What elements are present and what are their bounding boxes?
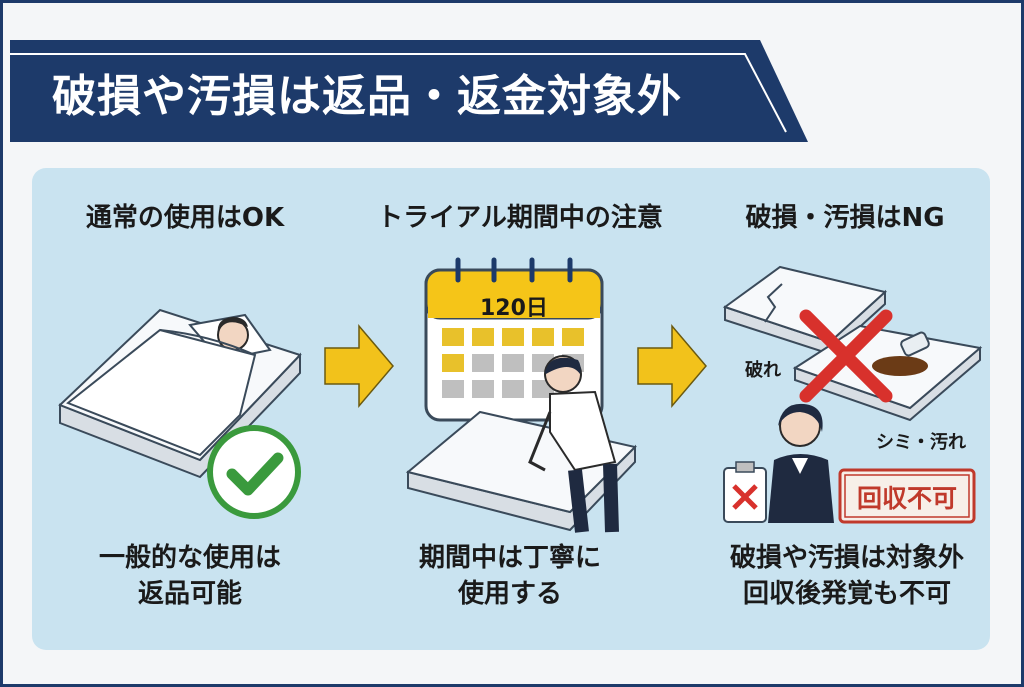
col2-caption-line1: 期間中は丁寧に [418,543,601,573]
col1-caption-line2: 返品可能 [137,579,242,609]
col3-caption: 破損や汚損は対象外 回収後発覚も不可 [712,540,982,612]
arrow-right-icon [324,323,394,409]
label-stain: シミ・汚れ [876,432,966,453]
bed-illustration [58,308,302,479]
clipboard-icon [723,461,767,523]
stamp-text: 回収不可 [856,484,957,513]
col3-title: 破損・汚損はNG [745,203,945,233]
calendar-label: 120日 [480,296,548,321]
title-banner [10,40,808,142]
arrow-right-icon [637,323,707,409]
check-icon [207,425,301,519]
col3-caption-line2: 回収後発覚も不可 [742,579,951,609]
col2-caption-line2: 使用する [457,579,562,609]
stamp-box [838,468,976,524]
col2-caption: 期間中は丁寧に 使用する [380,540,640,612]
col3-caption-line1: 破損や汚損は対象外 [729,543,964,573]
col2-title: トライアル期間中の注意 [377,203,663,233]
col1-caption: 一般的な使用は 返品可能 [60,540,320,612]
cross-icon [799,309,893,403]
col1-title: 通常の使用はOK [85,203,285,233]
person-handling-mattress [405,355,637,533]
col1-caption-line1: 一般的な使用は [98,543,281,573]
banner-title: 破損や汚損は返品・返金対象外 [52,71,682,122]
staff-illustration [768,403,834,523]
label-tear: 破れ [745,360,781,381]
